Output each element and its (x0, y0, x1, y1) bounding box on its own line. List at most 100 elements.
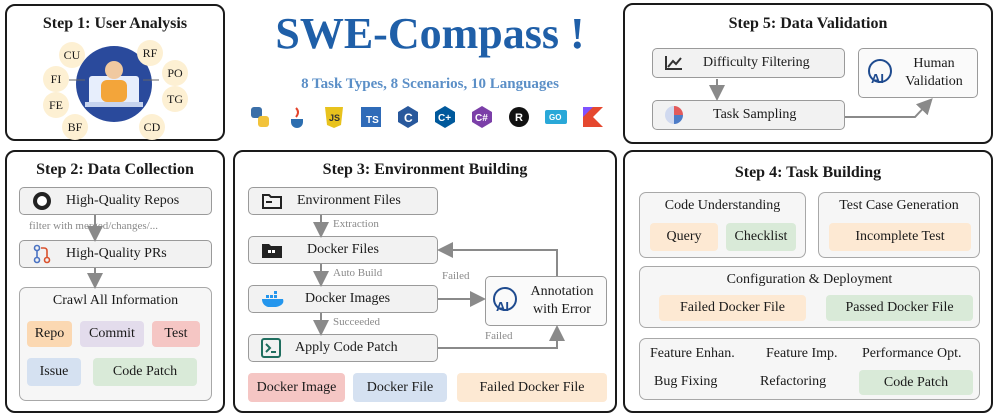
task-bug-fixing: Bug Fixing (654, 374, 718, 389)
annotation-ai-icon: AI (492, 286, 518, 316)
human-validation-box: AI Human Validation (858, 48, 978, 98)
step4-panel: Step 4: Task Building Code Understanding… (623, 150, 993, 413)
tag-po: PO (162, 60, 188, 86)
legend-failed-docker-file: Failed Docker File (457, 373, 607, 402)
svg-text:C#: C# (475, 113, 488, 124)
prs-label: High-Quality PRs (66, 246, 167, 261)
tag-incomplete-test: Incomplete Test (829, 223, 971, 251)
python-icon (247, 104, 273, 130)
rust-icon: R (506, 104, 532, 130)
apply-patch-label: Apply Code Patch (295, 340, 398, 355)
config-label: Configuration & Deployment (726, 272, 893, 287)
tag-query: Query (650, 223, 718, 251)
github-icon (32, 191, 52, 211)
step2-title: Step 2: Data Collection (36, 161, 194, 178)
svg-text:R: R (515, 112, 523, 124)
docker-files-label: Docker Files (307, 242, 379, 257)
typescript-icon: TS (358, 104, 384, 130)
tag-fe: FE (43, 92, 69, 118)
annotation-label: Annotation with Error (530, 284, 594, 317)
filter-note: filter with merged/changes/... (29, 220, 159, 232)
ai-person-icon: AI (867, 58, 893, 88)
step3-panel: Step 3: Environment Building Environment… (233, 150, 617, 413)
code-understanding-group: Code Understanding Query Checklist (639, 192, 806, 258)
tag-tg: TG (162, 86, 188, 112)
pull-request-icon (32, 244, 52, 264)
tag-cd: CD (139, 114, 165, 140)
svg-text:TS: TS (366, 115, 379, 126)
pie-icon (663, 104, 685, 126)
repos-label: High-Quality Repos (66, 193, 180, 208)
subtitle: 8 Task Types, 8 Scenarios, 10 Languages (301, 76, 559, 92)
go-icon: GO (543, 104, 569, 130)
task-refactoring: Refactoring (760, 374, 827, 389)
tag-bf: BF (62, 114, 88, 140)
extraction-label: Extraction (333, 218, 379, 230)
tag-rf: RF (137, 40, 163, 66)
item-repo: Repo (27, 321, 72, 347)
test-case-label: Test Case Generation (839, 198, 959, 213)
docker-images-label: Docker Images (305, 291, 391, 306)
human-validation-label: Human Validation (905, 56, 963, 89)
terminal-icon (261, 338, 281, 358)
cpp-icon: C+ (432, 104, 458, 130)
svg-text:JS: JS (329, 113, 340, 123)
apply-patch-box: Apply Code Patch (248, 334, 438, 362)
tag-failed-docker-file: Failed Docker File (659, 295, 806, 321)
step5-panel: Step 5: Data Validation Difficulty Filte… (623, 3, 993, 144)
item-test: Test (152, 321, 200, 347)
kotlin-icon (580, 104, 606, 130)
task-types-group: Feature Enhan. Feature Imp. Performance … (639, 338, 980, 400)
tag-fi: FI (43, 66, 69, 92)
difficulty-label: Difficulty Filtering (703, 55, 810, 70)
step1-title: Step 1: User Analysis (42, 15, 188, 32)
failed-label-2: Failed (485, 330, 513, 342)
trend-icon (663, 54, 685, 72)
auto-build-label: Auto Build (333, 267, 383, 279)
env-files-label: Environment Files (297, 193, 401, 208)
failed-label-1: Failed (442, 270, 470, 282)
java-icon (284, 104, 310, 130)
main-title: SWE-Compass ! (275, 9, 585, 58)
docker-images-box: Docker Images (248, 285, 438, 313)
tag-cu: CU (59, 42, 85, 68)
test-case-group: Test Case Generation Incomplete Test (818, 192, 980, 258)
task-feature-imp: Feature Imp. (766, 346, 838, 361)
svg-text:AI: AI (871, 71, 884, 86)
step4-title: Step 4: Task Building (734, 164, 882, 181)
env-files-box: Environment Files (248, 187, 438, 215)
task-sampling-box: Task Sampling (652, 100, 845, 130)
legend-docker-file: Docker File (353, 373, 447, 402)
prs-box: High-Quality PRs (19, 240, 212, 268)
item-commit: Commit (80, 321, 144, 347)
code-understanding-label: Code Understanding (664, 198, 781, 213)
crawl-label: Crawl All Information (52, 293, 179, 308)
docker-whale-icon (261, 290, 287, 308)
crawl-group: Crawl All Information Repo Commit Test I… (19, 287, 212, 401)
docker-files-box: Docker Files (248, 236, 438, 264)
legend-docker-image: Docker Image (248, 373, 345, 402)
svg-text:GO: GO (549, 113, 561, 122)
item-code-patch: Code Patch (93, 358, 197, 386)
step3-title: Step 3: Environment Building (322, 161, 528, 178)
svg-text:C+: C+ (438, 113, 451, 124)
task-code-patch: Code Patch (859, 370, 973, 395)
svg-text:AI: AI (496, 299, 509, 314)
item-issue: Issue (27, 358, 81, 386)
succeeded-label: Succeeded (333, 316, 381, 328)
user-analysis-illustration (69, 46, 159, 122)
difficulty-filtering-box: Difficulty Filtering (652, 48, 845, 78)
task-performance-opt: Performance Opt. (862, 346, 962, 361)
folder-icon (261, 192, 283, 210)
javascript-icon: JS (321, 104, 347, 130)
docker-folder-icon (261, 241, 283, 259)
step5-title: Step 5: Data Validation (728, 15, 888, 32)
csharp-icon: C# (469, 104, 495, 130)
svg-text:C: C (404, 111, 413, 125)
step2-panel: Step 2: Data Collection High-Quality Rep… (5, 150, 225, 413)
step1-panel: Step 1: User Analysis CU RF FI PO TG FE … (5, 4, 225, 141)
annotation-box: AI Annotation with Error (485, 276, 607, 326)
config-group: Configuration & Deployment Failed Docker… (639, 266, 980, 328)
task-feature-enhan: Feature Enhan. (650, 346, 735, 361)
c-icon: C (395, 104, 421, 130)
